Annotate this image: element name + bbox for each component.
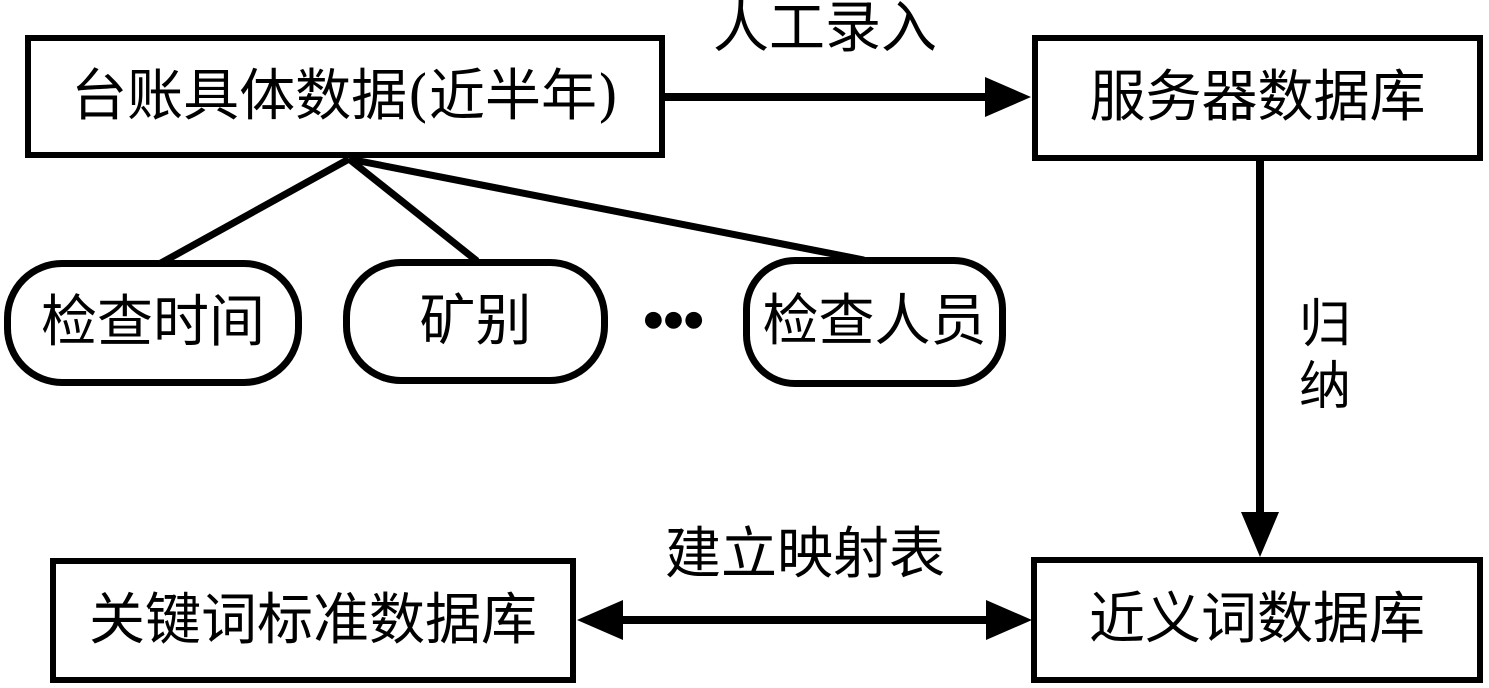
induction-label: 归纳 <box>1298 295 1351 417</box>
node-check-person: 检查人员 <box>743 257 1006 387</box>
manual-entry-arrow <box>665 77 1031 117</box>
mapping-label: 建立映射表 <box>665 522 945 587</box>
node-mine-type-label: 矿别 <box>419 288 532 354</box>
node-keyword-standard-database-label: 关键词标准数据库 <box>89 587 537 653</box>
arrowhead-left-icon <box>577 600 623 640</box>
arrowhead-down-icon <box>1241 512 1279 557</box>
node-ledger-data: 台账具体数据(近半年) <box>25 35 665 158</box>
mapping-double-arrow <box>577 600 1032 640</box>
arrowhead-right-icon <box>986 600 1032 640</box>
node-mine-type: 矿别 <box>343 259 608 384</box>
node-server-database-label: 服务器数据库 <box>1089 65 1426 131</box>
node-synonym-database: 近义词数据库 <box>1031 557 1483 683</box>
node-ledger-data-label: 台账具体数据(近半年) <box>71 63 619 129</box>
ellipsis-dots: ●●● <box>643 307 705 332</box>
node-synonym-database-label: 近义词数据库 <box>1089 587 1425 653</box>
arrowhead-right-icon <box>985 77 1031 117</box>
node-check-person-label: 检查人员 <box>762 289 987 355</box>
manual-entry-label: 人工录入 <box>713 0 937 61</box>
node-check-time-label: 检查时间 <box>41 290 265 356</box>
node-check-time: 检查时间 <box>4 260 302 386</box>
induction-arrow <box>1241 161 1279 557</box>
node-keyword-standard-database: 关键词标准数据库 <box>50 558 576 683</box>
attribute-connector-lines <box>159 155 865 267</box>
node-server-database: 服务器数据库 <box>1032 35 1483 161</box>
